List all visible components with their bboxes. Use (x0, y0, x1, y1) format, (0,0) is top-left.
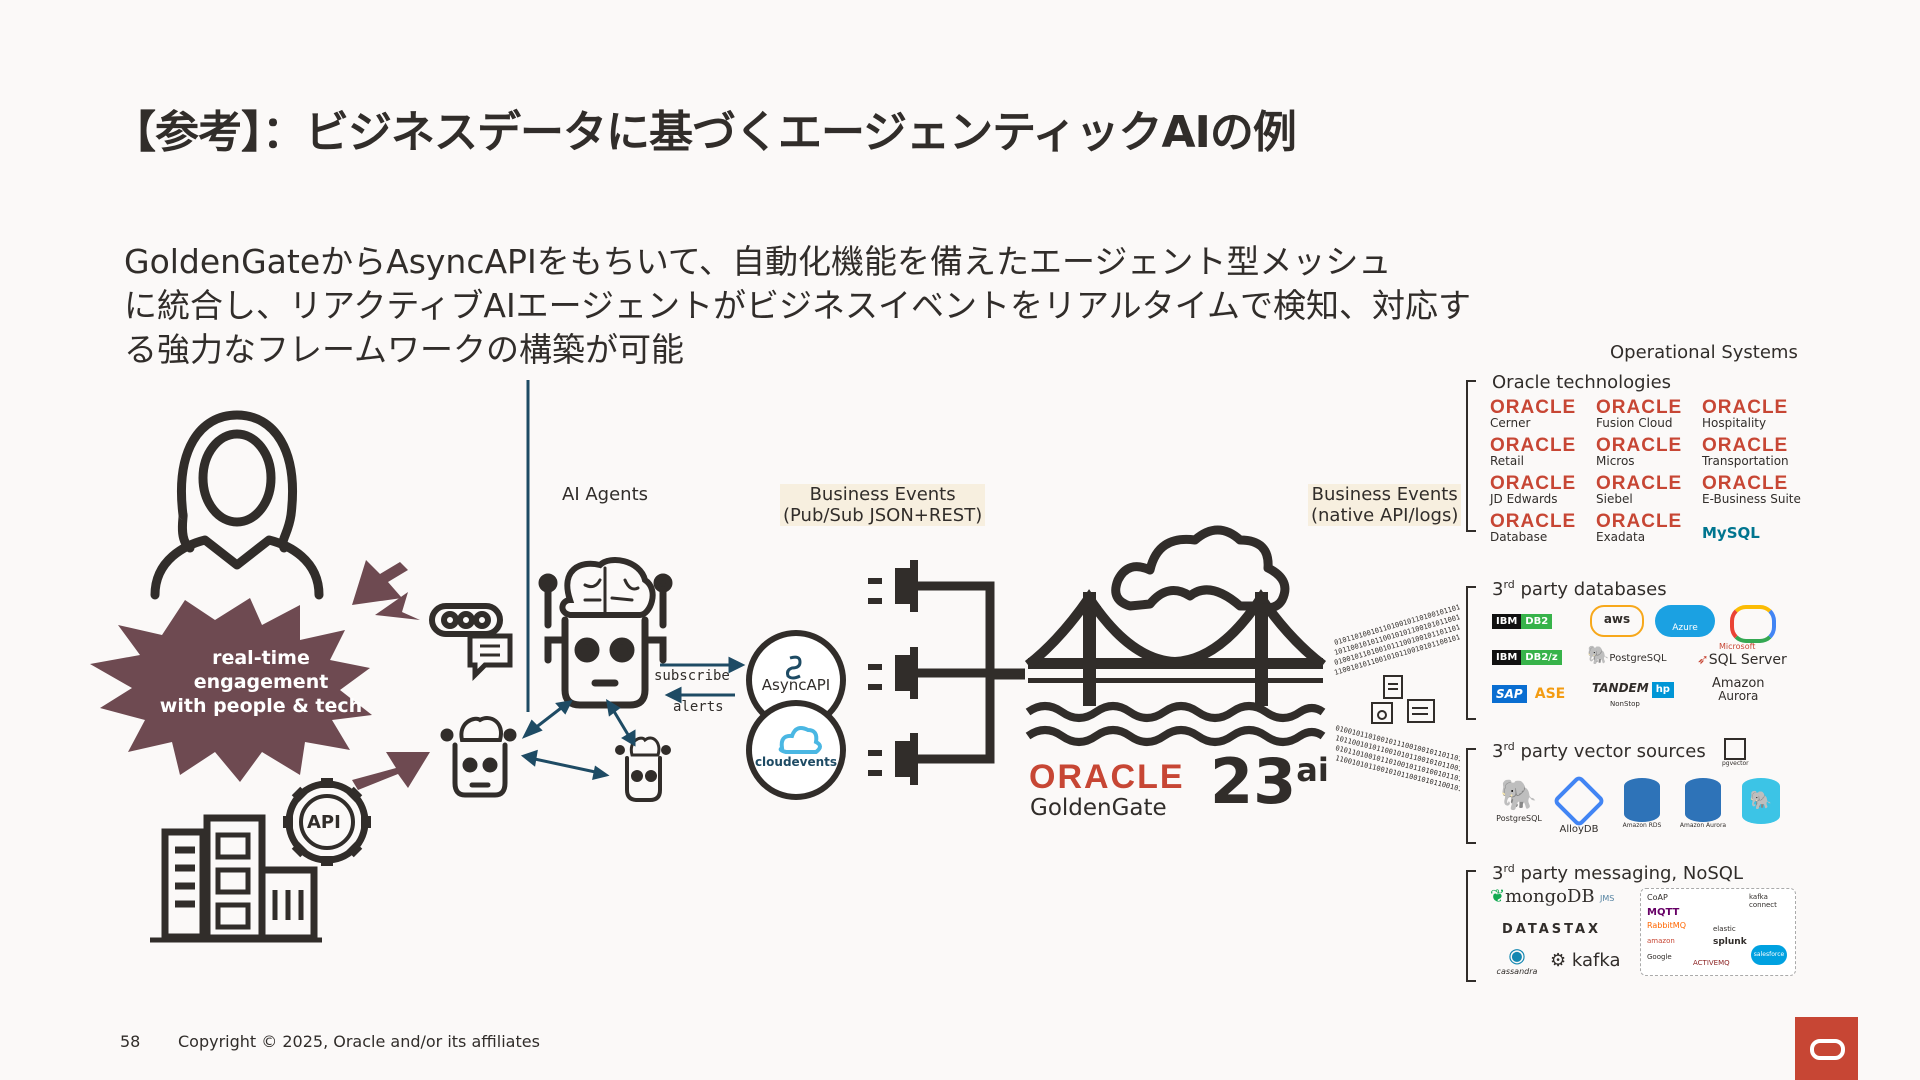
sqlserver-logo: Microsoft➶SQL Server (1697, 642, 1787, 668)
engagement-burst (90, 598, 372, 782)
lead-line: に統合し、リアクティブAIエージェントがビジネスイベントをリアルタイムで検知、対… (124, 286, 1472, 325)
pgvector-logo: pgvector (1722, 738, 1749, 767)
vector-sources-label: 3rd party vector sources (1492, 740, 1706, 762)
alloydb-logo: AlloyDB (1552, 774, 1606, 835)
eye-icon: ◉ (1508, 943, 1526, 967)
cloudevents-circle (746, 700, 846, 800)
datastax-logo: DATASTAX (1502, 922, 1602, 937)
cassandra-logo: ◉cassandra (1492, 944, 1542, 978)
leaf-icon: ❦ (1490, 886, 1506, 907)
robot-icon (538, 557, 673, 709)
jms-logo: JMS (1600, 894, 1615, 903)
google-cloud-icon (1730, 605, 1776, 643)
third-party-db-label: 3rd party databases (1492, 578, 1667, 600)
azure-logo: Azure (1655, 605, 1715, 637)
page-title: 【参考】：ビジネスデータに基づくエージェンティックAIの例 (112, 107, 1297, 158)
api-label: API (307, 812, 341, 833)
business-events-native-label: Business Events (native API/logs) (1308, 484, 1462, 526)
vector-source-logos: pgvector 🐘PostgreSQL AlloyDB Amazon RDS … (1492, 738, 1792, 838)
elephant-icon: 🐘 (1587, 645, 1610, 666)
lead-line: る強力なフレームワークの構築が可能 (124, 330, 685, 369)
person-icon (150, 410, 324, 600)
bracket (1466, 380, 1476, 532)
postgresql-logo: 🐘PostgreSQL (1587, 645, 1667, 666)
asyncapi-label: AsyncAPI (761, 676, 831, 694)
goldengate-oracle-logo: ORACLE (1029, 758, 1185, 796)
arrow-icon (352, 560, 430, 790)
lead-line: GoldenGateからAsyncAPIをもちいて、自動化機能を備えたエージェン… (124, 242, 1392, 281)
page-number: 58 (120, 1032, 141, 1051)
bracket (1466, 748, 1476, 844)
goldengate-bridge-icon (1024, 525, 1327, 746)
operational-systems-heading: Operational Systems (1610, 342, 1798, 363)
kafka-logo: ⚙ kafka (1550, 950, 1621, 971)
agent-arrows (520, 380, 746, 781)
connectors-box: CoAP MQTT RabbitMQ elastic splunk amazon… (1640, 888, 1796, 976)
amazon-rds-logo: Amazon RDS (1617, 778, 1667, 829)
plug-wires (918, 581, 1025, 764)
alerts-label: alerts (673, 699, 724, 715)
oracle-badge-logo (1795, 1017, 1858, 1080)
business-events-pubsub-label: Business Events (Pub/Sub JSON+REST) (780, 484, 986, 526)
subscribe-label: subscribe (654, 668, 730, 684)
goldengate-product-name: GoldenGate (1030, 795, 1167, 821)
robot-icon (615, 736, 671, 802)
pgvector-postgres-logo: 🐘PostgreSQL (1494, 778, 1544, 823)
elephant-icon: 🐘 (1500, 778, 1538, 813)
cloudevents-label: cloudevents (754, 755, 838, 769)
bracket (1466, 870, 1476, 982)
elephant-icon: 🐘 (1742, 778, 1780, 824)
goldengate-version: 23ai (1210, 745, 1329, 818)
ai-agents-label: AI Agents (562, 484, 649, 505)
oracle-technologies-label: Oracle technologies (1492, 372, 1672, 393)
lead-paragraph: GoldenGateからAsyncAPIをもちいて、自動化機能を備えたエージェン… (124, 240, 1472, 372)
plug-icon (868, 560, 918, 785)
kafka-icon: ⚙ (1550, 950, 1567, 971)
document-icon (1371, 675, 1435, 724)
copyright: Copyright © 2025, Oracle and/or its affi… (178, 1032, 540, 1051)
mongodb-logo: ❦mongoDB (1490, 886, 1595, 907)
robot-icon (440, 716, 517, 798)
mysql-logo: MySQL (1702, 524, 1760, 542)
amazon-aurora-vector-logo: Amazon Aurora (1678, 778, 1728, 829)
messaging-logos: ❦mongoDB JMS DATASTAX ◉cassandra ⚙ kafka… (1490, 880, 1796, 980)
burst-label: real-time engagement with people & tech (159, 647, 363, 717)
bracket (1466, 586, 1476, 720)
building-icon (150, 814, 322, 943)
messaging-nosql-label: 3rd party messaging, NoSQL (1492, 862, 1743, 884)
aws-logo: aws (1590, 605, 1644, 637)
agentic-diagram: 0100101101001011100100101101101 10110010… (90, 380, 1460, 943)
chat-icon (429, 603, 513, 682)
api-gear-icon (283, 778, 371, 866)
